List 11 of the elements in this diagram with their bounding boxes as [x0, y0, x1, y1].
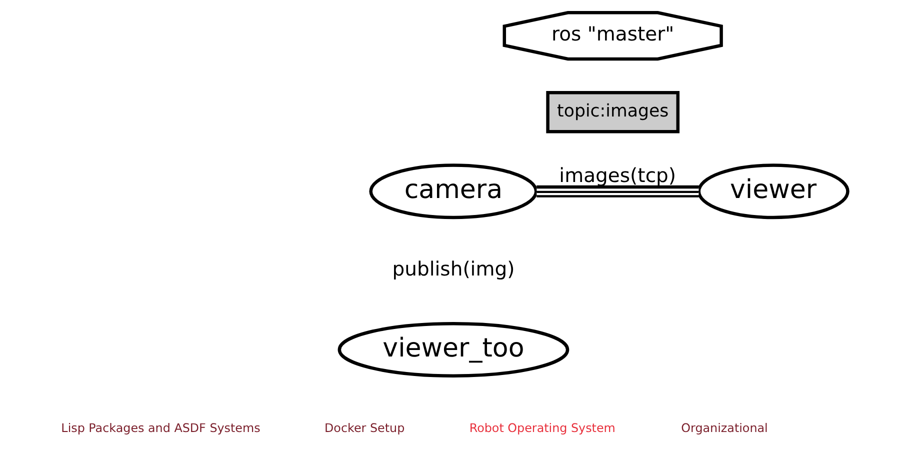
label: publish(img): [392, 257, 515, 280]
label: Lisp Packages and ASDF Systems: [61, 420, 260, 435]
label: Organizational: [681, 420, 768, 435]
node-ellipse: camera: [369, 164, 538, 220]
label: Docker Setup: [324, 420, 405, 435]
label: Robot Operating System: [469, 420, 616, 435]
node-box: topic:images: [546, 91, 680, 134]
node-ellipse: viewer: [697, 164, 850, 220]
node-ellipse: viewer_too: [338, 322, 570, 378]
connector: [536, 185, 699, 198]
edge-label: images(tcp): [559, 164, 676, 188]
